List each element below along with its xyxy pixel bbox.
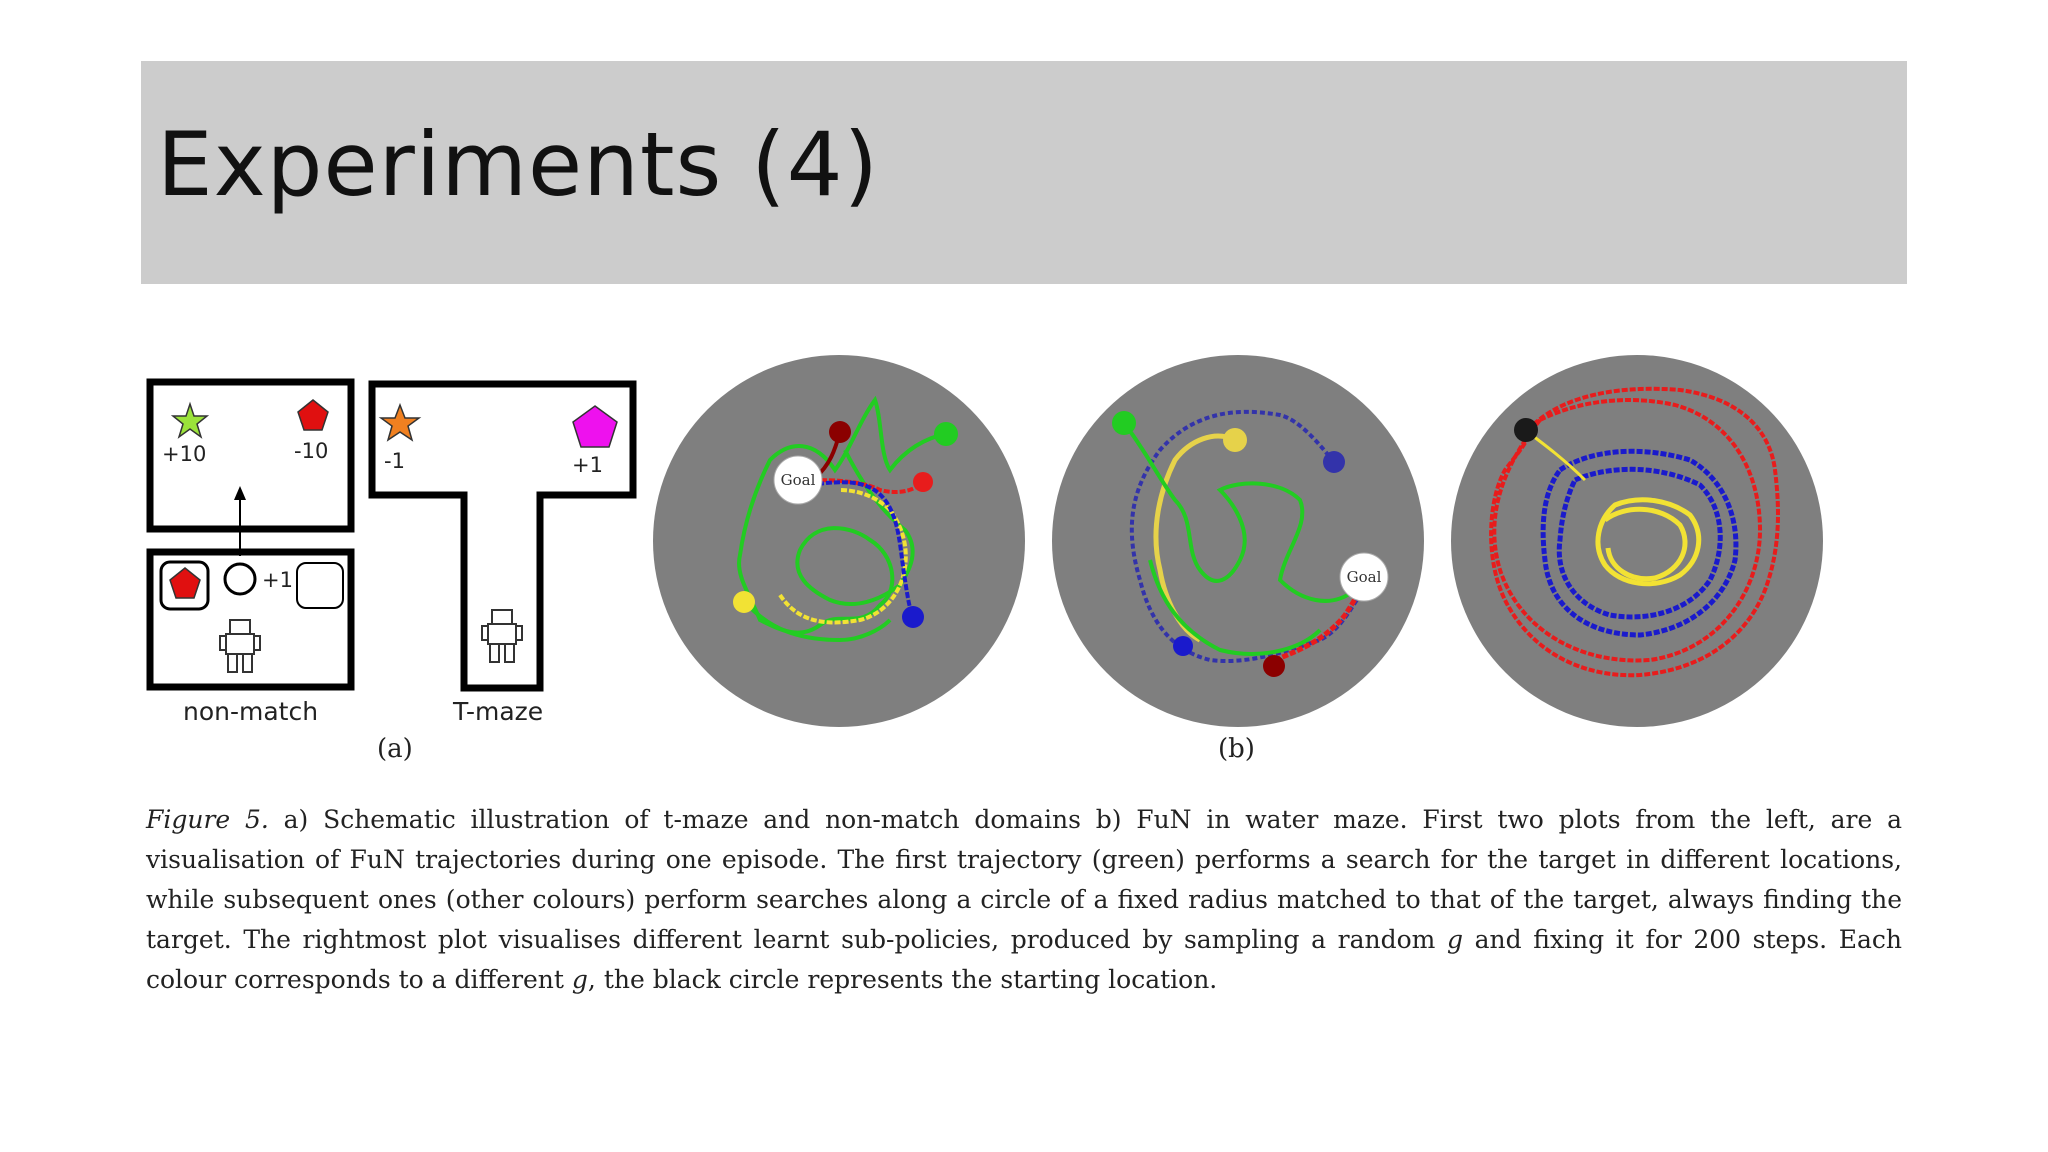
trajectory-green [1122, 421, 1357, 603]
endpoint-green [1112, 411, 1136, 435]
reward-nonmatch-right: -10 [294, 439, 329, 463]
arena-disc [1451, 355, 1823, 727]
trajectory-green-2 [1148, 559, 1322, 656]
goal-marker [1339, 552, 1389, 602]
endpoint-yellow [1223, 428, 1247, 452]
arrow-head-icon [234, 486, 246, 500]
trajectory-red-2 [1492, 398, 1763, 663]
caption-text-3: , the black circle represents the starti… [587, 965, 1218, 994]
slide-title: Experiments (4) [157, 113, 879, 216]
reward-nonmatch-cue: +1 [262, 568, 293, 592]
endpoint-green [934, 422, 958, 446]
endpoint-yellow [733, 591, 755, 613]
trajectory-yellow-2 [1603, 506, 1688, 582]
trajectory-red [804, 478, 925, 494]
trajectory-yellow [1595, 497, 1702, 587]
trajectory-yellow [778, 488, 908, 625]
trajectory-blue [1540, 448, 1739, 638]
goal-label: Goal [781, 471, 816, 489]
start-circle-icon [223, 562, 257, 596]
start-marker-black [1514, 418, 1538, 442]
water-maze-plot-1: Goal [653, 355, 1025, 727]
magenta-pentagon-icon [572, 405, 618, 448]
reward-tmaze-left: -1 [384, 449, 405, 473]
caption-text-2: and fixing it for 200 steps. Each colour… [146, 925, 1902, 994]
trajectory-green [737, 395, 947, 635]
endpoint-blue-2 [1173, 636, 1193, 656]
orange-star-icon [378, 402, 422, 442]
green-star-icon [170, 401, 210, 439]
reward-nonmatch-left: +10 [162, 442, 207, 466]
figure-caption: Figure 5. a) Schematic illustration of t… [146, 800, 1902, 1000]
red-pentagon-cue-icon [169, 567, 201, 599]
water-maze-plot-2: Goal [1052, 355, 1424, 727]
endpoint-blue [902, 606, 924, 628]
goal-label: Goal [1347, 568, 1382, 586]
endpoint-darkred [1263, 655, 1285, 677]
endpoint-blue [1323, 451, 1345, 473]
trajectory-blue [809, 480, 915, 618]
water-maze-plot-3 [1451, 355, 1823, 727]
caption-var-g: g [1447, 925, 1464, 954]
red-pentagon-icon [297, 399, 329, 431]
subfigure-b-label: (b) [1218, 734, 1255, 764]
arena-disc [653, 355, 1025, 727]
slide-title-bar: Experiments (4) [141, 61, 1907, 284]
nonmatch-label: non-match [183, 697, 319, 726]
trajectory-red [1489, 386, 1780, 678]
cue-box-right [296, 562, 344, 609]
goal-marker [773, 455, 823, 505]
reward-tmaze-right: +1 [572, 453, 603, 477]
caption-var-g-2: g [571, 965, 588, 994]
caption-figure-ref: Figure 5. [146, 805, 269, 834]
trajectory-green-2 [743, 600, 892, 643]
endpoint-darkred [829, 421, 851, 443]
tmaze-outline [368, 380, 637, 692]
tmaze-label: T-maze [453, 697, 544, 726]
subfigure-a-label: (a) [377, 734, 413, 764]
endpoint-red [913, 472, 933, 492]
trajectory-blue-2 [1556, 466, 1723, 620]
caption-text-1: a) Schematic illustration of t-maze and … [146, 805, 1902, 954]
robot-icon [219, 619, 261, 673]
robot-icon [481, 609, 523, 663]
